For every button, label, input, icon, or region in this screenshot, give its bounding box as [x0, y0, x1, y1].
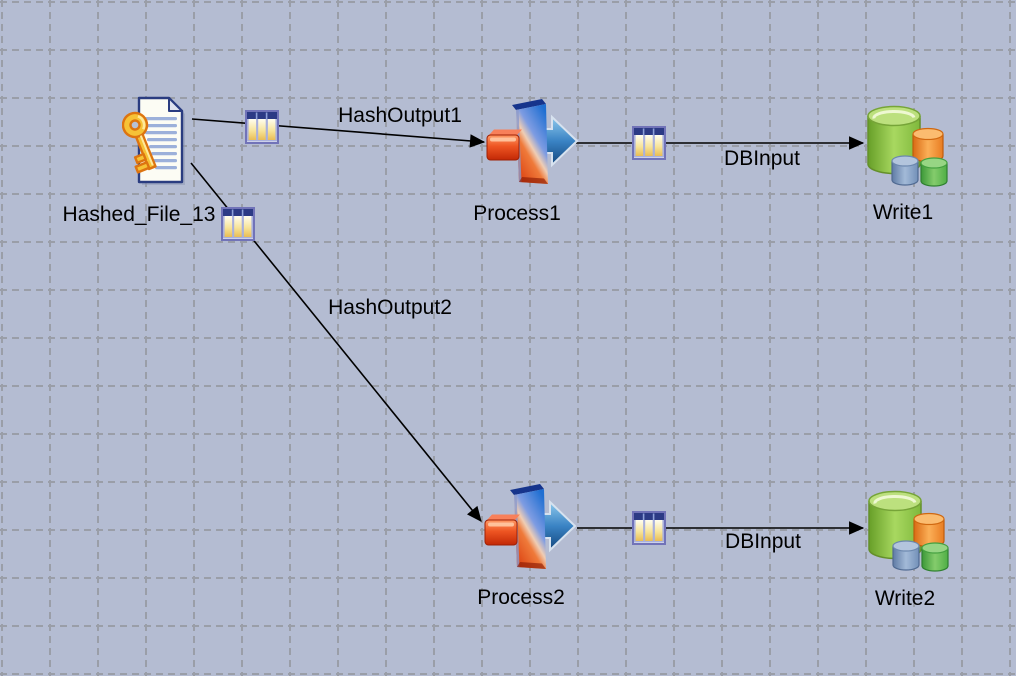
stage-process2[interactable] — [484, 483, 577, 570]
link-line-hashoutput1[interactable] — [191, 118, 486, 148]
stage-label-write2: Write2 — [874, 587, 936, 610]
table-columns-icon[interactable] — [632, 511, 666, 545]
stage-label-hashed-file-13: Hashed_File_13 — [62, 203, 216, 226]
link-label-hashoutput1: HashOutput1 — [338, 104, 462, 127]
stage-hashed-file-13[interactable] — [122, 93, 188, 187]
stage-label-write1: Write1 — [872, 201, 934, 224]
stage-label-process2: Process2 — [477, 586, 565, 609]
table-columns-icon[interactable] — [632, 126, 666, 160]
stage-label-process1: Process1 — [473, 202, 561, 225]
stage-write2[interactable] — [865, 484, 951, 572]
link-label-dbinput1: DBInput — [724, 147, 800, 170]
stage-process1[interactable] — [486, 98, 579, 185]
table-columns-icon[interactable] — [245, 110, 279, 144]
link-label-hashoutput2: HashOutput2 — [328, 296, 452, 319]
link-label-dbinput2: DBInput — [725, 530, 801, 553]
table-columns-icon[interactable] — [221, 207, 255, 241]
stage-write1[interactable] — [864, 99, 950, 187]
